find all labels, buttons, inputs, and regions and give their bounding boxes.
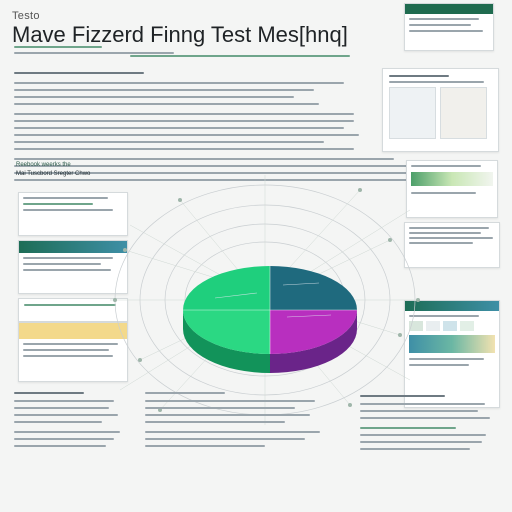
pie-slice-green-2 xyxy=(183,310,270,354)
left-card-4 xyxy=(18,322,128,382)
page-title: Mave Fizzerd Finng Test Mes[hnq] xyxy=(12,22,348,47)
mid-label-b: Mai Tuscbord Sregter Chwo xyxy=(16,171,91,177)
body-text-2 xyxy=(14,158,434,186)
bottom-right-text xyxy=(360,395,500,450)
subheading-line xyxy=(130,55,360,57)
right-lower-card xyxy=(404,300,500,408)
pie-slice-teal xyxy=(270,266,357,310)
right-table-card xyxy=(404,222,500,268)
top-word: Testo xyxy=(12,10,40,22)
pie-slice-green xyxy=(183,266,270,310)
bottom-left-text xyxy=(14,392,124,447)
pie-chart-icon xyxy=(183,266,357,373)
right-chart-card xyxy=(406,160,498,218)
subtitle-lines xyxy=(14,46,174,58)
intro-text xyxy=(14,72,359,155)
bottom-center-text xyxy=(145,392,325,447)
pie-slice-magenta xyxy=(270,310,357,354)
left-card-2 xyxy=(18,240,128,294)
left-card-3 xyxy=(18,298,128,322)
mid-label-a: Reebook weerks the xyxy=(16,162,71,168)
right-document-card xyxy=(382,68,499,152)
top-right-card xyxy=(404,3,494,51)
left-card-1 xyxy=(18,192,128,236)
